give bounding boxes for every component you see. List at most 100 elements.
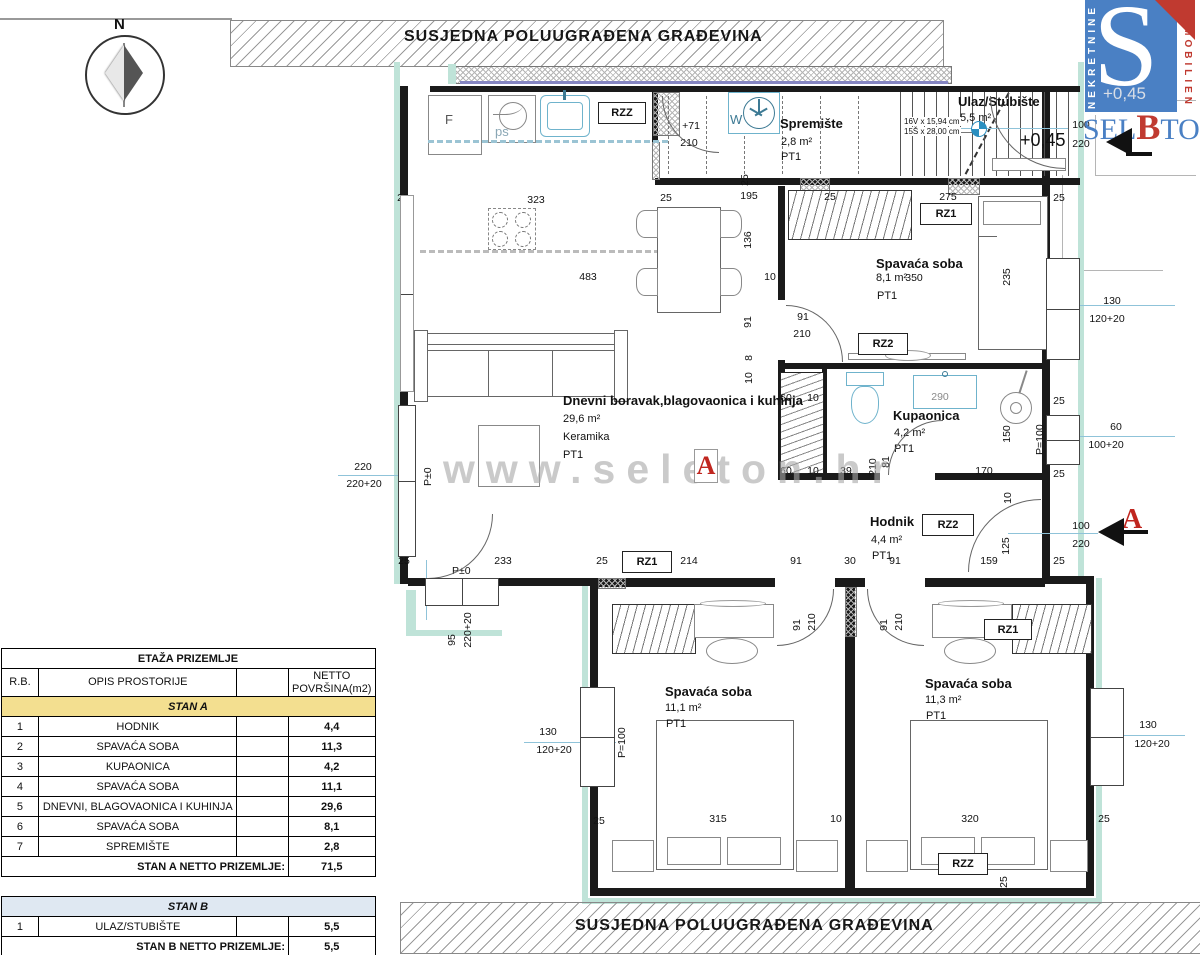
stan-a-sum-value: 71,5: [288, 856, 376, 878]
dimension-label: 60: [780, 391, 792, 404]
table-cell: [236, 796, 290, 818]
dimension-label: 91: [741, 316, 754, 328]
door-arc-bedroom2: [777, 589, 834, 646]
compass: [85, 35, 165, 115]
fridge-label: F: [445, 112, 453, 127]
section-a-marker-center: A: [694, 449, 718, 483]
wall-bath-south-b: [935, 473, 1045, 480]
room-kupaonica-name: Kupaonica: [893, 408, 960, 423]
coffee-table: [478, 425, 540, 487]
room-row-area: 4,2: [288, 756, 376, 778]
level-marker-entry: [971, 121, 987, 137]
dimension-label: 290: [931, 390, 949, 403]
wall-party: [845, 587, 855, 888]
toilet-bowl: [851, 386, 879, 424]
table-title: ETAŽA PRIZEMLJE: [0, 648, 376, 669]
dimension-label: 130: [1103, 294, 1121, 307]
rack-line: [820, 96, 821, 174]
shower-hose: [1018, 370, 1028, 394]
room-row-area: 11,3: [288, 736, 376, 758]
dimension-label: 120+20: [536, 743, 572, 756]
dimension-label: 150: [1000, 425, 1013, 443]
teal-right-upper: [1078, 62, 1084, 582]
dimension-label: 233: [494, 554, 512, 567]
table-cell: [236, 716, 290, 738]
dimension-label: 39: [840, 464, 852, 477]
window-living-west-upper: [400, 195, 414, 392]
rz1-top-box: RZ1: [920, 203, 972, 225]
rz2-mid-box: RZ2: [858, 333, 908, 355]
rack-line: [668, 96, 669, 174]
dimension-label: 120+20: [1134, 737, 1170, 750]
wall-living-south-a: [408, 578, 426, 586]
logo-word-b: B: [1136, 107, 1161, 147]
stan-b-sum-label: STAN B NETTO PRIZEMLJE:: [0, 936, 290, 955]
room-dnevni-area: 29,6 m²: [563, 413, 601, 425]
section-arrow-east-bar: [1118, 530, 1148, 534]
dimension-label: 235: [1000, 268, 1013, 286]
room-row-area: 11,1: [288, 776, 376, 798]
dimension-label: 100+20: [1088, 438, 1124, 451]
rack-line: [744, 96, 745, 174]
rzz-bottom-box: RZZ: [938, 853, 988, 875]
dimension-label: 30: [844, 554, 856, 567]
rack-line: [782, 96, 783, 174]
dimension-label: 25: [1098, 812, 1110, 825]
bed-bedroom1: [978, 196, 1048, 350]
door-entry-south: [425, 578, 499, 606]
pier-4: [845, 587, 857, 637]
chair-2: [636, 268, 658, 296]
table-cell: [236, 916, 290, 938]
washer-label: ps: [495, 124, 509, 139]
table-cell: 3: [0, 756, 40, 778]
wall-bath-south-a: [780, 473, 880, 480]
wardrobe-bedroom1: [788, 190, 912, 240]
table-cell: [236, 776, 290, 798]
shelf-ellipse: [885, 350, 931, 361]
dimension-label: 483: [579, 270, 597, 283]
dimension-label: 130: [1139, 718, 1157, 731]
door-arc-hodnik: [968, 499, 1041, 572]
room-spavaca2-name: Spavaća soba: [665, 684, 752, 699]
dimension-label: 100: [1072, 519, 1090, 532]
room-row-name: KUPAONICA: [38, 756, 238, 778]
dimension-label: 25: [1053, 467, 1065, 480]
table-cell: 1: [0, 916, 40, 938]
ref-line-east2: [1050, 436, 1175, 437]
teal-entry-corner-h: [412, 630, 502, 636]
stan-a-header: STAN A: [0, 696, 376, 718]
rack-line: [858, 96, 859, 174]
bath-sink: [913, 371, 977, 409]
wall-living-bedroom-a: [778, 186, 785, 300]
chair-1: [636, 210, 658, 238]
dimension-label: 214: [680, 554, 698, 567]
table-cell: 7: [0, 836, 40, 858]
dimension-label: 120+20: [1089, 312, 1125, 325]
room-row-area: 5,5: [288, 916, 376, 938]
dimension-label: 315: [709, 812, 727, 825]
room-hodnik-floor: PT1: [872, 550, 893, 562]
table-cell: 6: [0, 816, 40, 838]
dimension-label: 25: [1053, 554, 1065, 567]
table-cell: [1, 877, 375, 897]
section-arrow-top-icon: [1106, 128, 1132, 156]
dimension-label: 25: [593, 814, 605, 827]
window-bedroom1-east: [1046, 258, 1080, 360]
dimension-label: 220: [354, 460, 372, 473]
watermark: www.seleton.hr: [443, 446, 899, 492]
ref-line-west2: [524, 742, 616, 743]
table-cell: 2: [0, 736, 40, 758]
dimension-label: 25: [997, 876, 1010, 888]
rz1-bottom-box: RZ1: [984, 619, 1032, 640]
top-wall-teal: [448, 64, 456, 84]
door-arc-bedroom1: [786, 305, 843, 362]
ref-line-west: [338, 475, 410, 476]
stair-tread: [1068, 92, 1069, 176]
window-living-west: [398, 405, 416, 557]
shaft-hatch: [780, 372, 824, 474]
area-table: ETAŽA PRIZEMLJE R.B. OPIS PROSTORIJE NET…: [0, 648, 376, 955]
window-bedroom2-west: [580, 687, 615, 787]
bed-bedroom3: [910, 720, 1048, 870]
pier-6: [652, 142, 660, 180]
logo-level-gray: +0,45: [1103, 84, 1147, 103]
